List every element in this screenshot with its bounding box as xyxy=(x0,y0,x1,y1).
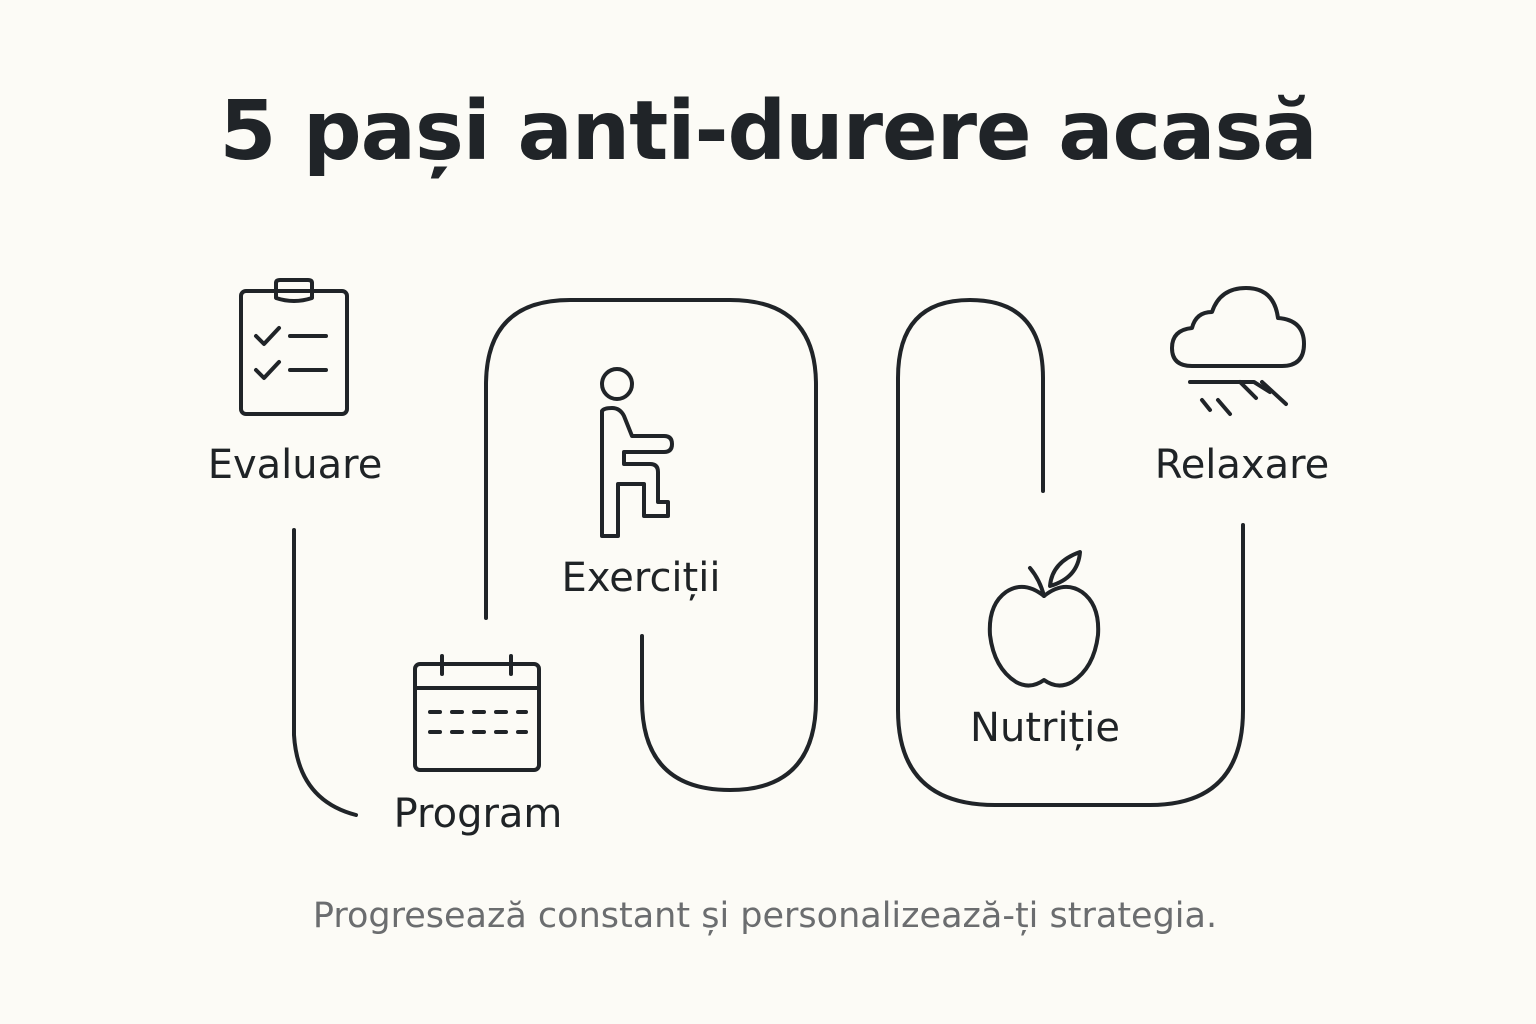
page-title: 5 pași anti-durere acasă xyxy=(219,84,1317,179)
path-segment-evaluare-program xyxy=(292,528,358,817)
path-segment-program-arch xyxy=(484,298,818,792)
calendar-icon xyxy=(412,654,542,772)
step-label-exercitii: Exerciții xyxy=(561,555,721,601)
cloud-rain-icon xyxy=(1170,286,1310,420)
apple-icon xyxy=(986,550,1104,690)
subtitle: Progresează constant și personalizează-ț… xyxy=(312,896,1218,936)
step-label-relaxare: Relaxare xyxy=(1154,442,1330,488)
clipboard-checklist-icon xyxy=(238,278,350,418)
step-label-evaluare: Evaluare xyxy=(207,442,383,488)
step-label-program: Program xyxy=(393,791,563,837)
path-segment-nutritie-arch xyxy=(896,298,1245,807)
person-stepping-icon xyxy=(592,366,678,546)
step-label-nutritie: Nutriție xyxy=(970,705,1120,751)
